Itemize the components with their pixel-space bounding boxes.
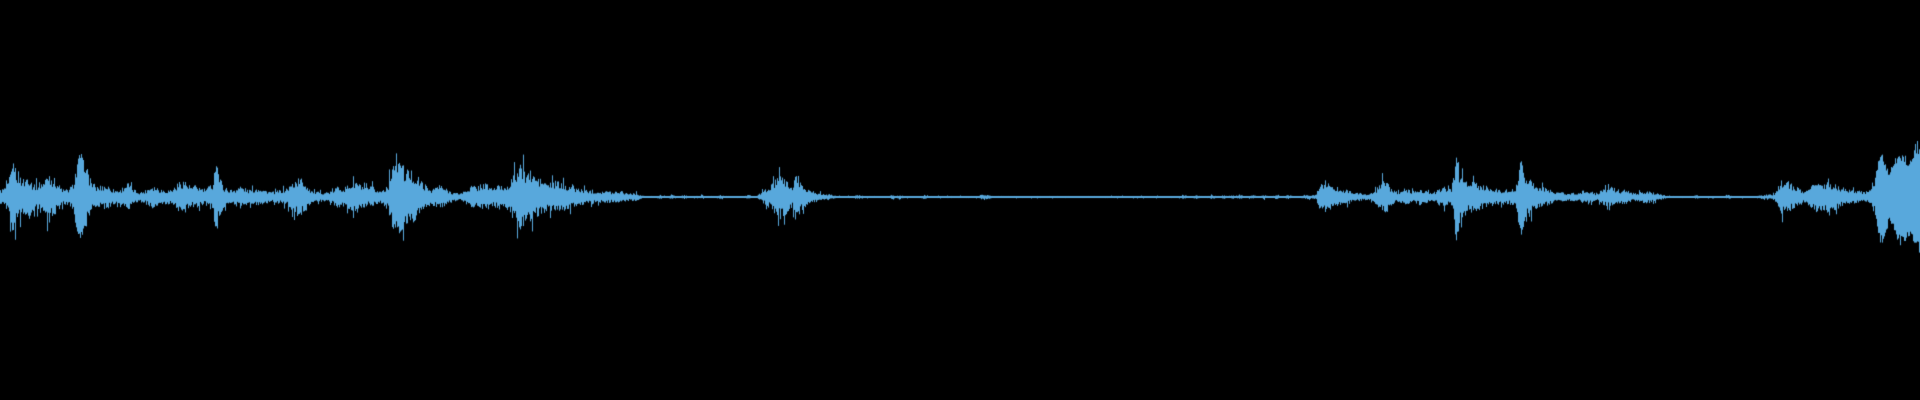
audio-waveform-panel xyxy=(0,0,1920,400)
audio-waveform-canvas xyxy=(0,0,1920,400)
